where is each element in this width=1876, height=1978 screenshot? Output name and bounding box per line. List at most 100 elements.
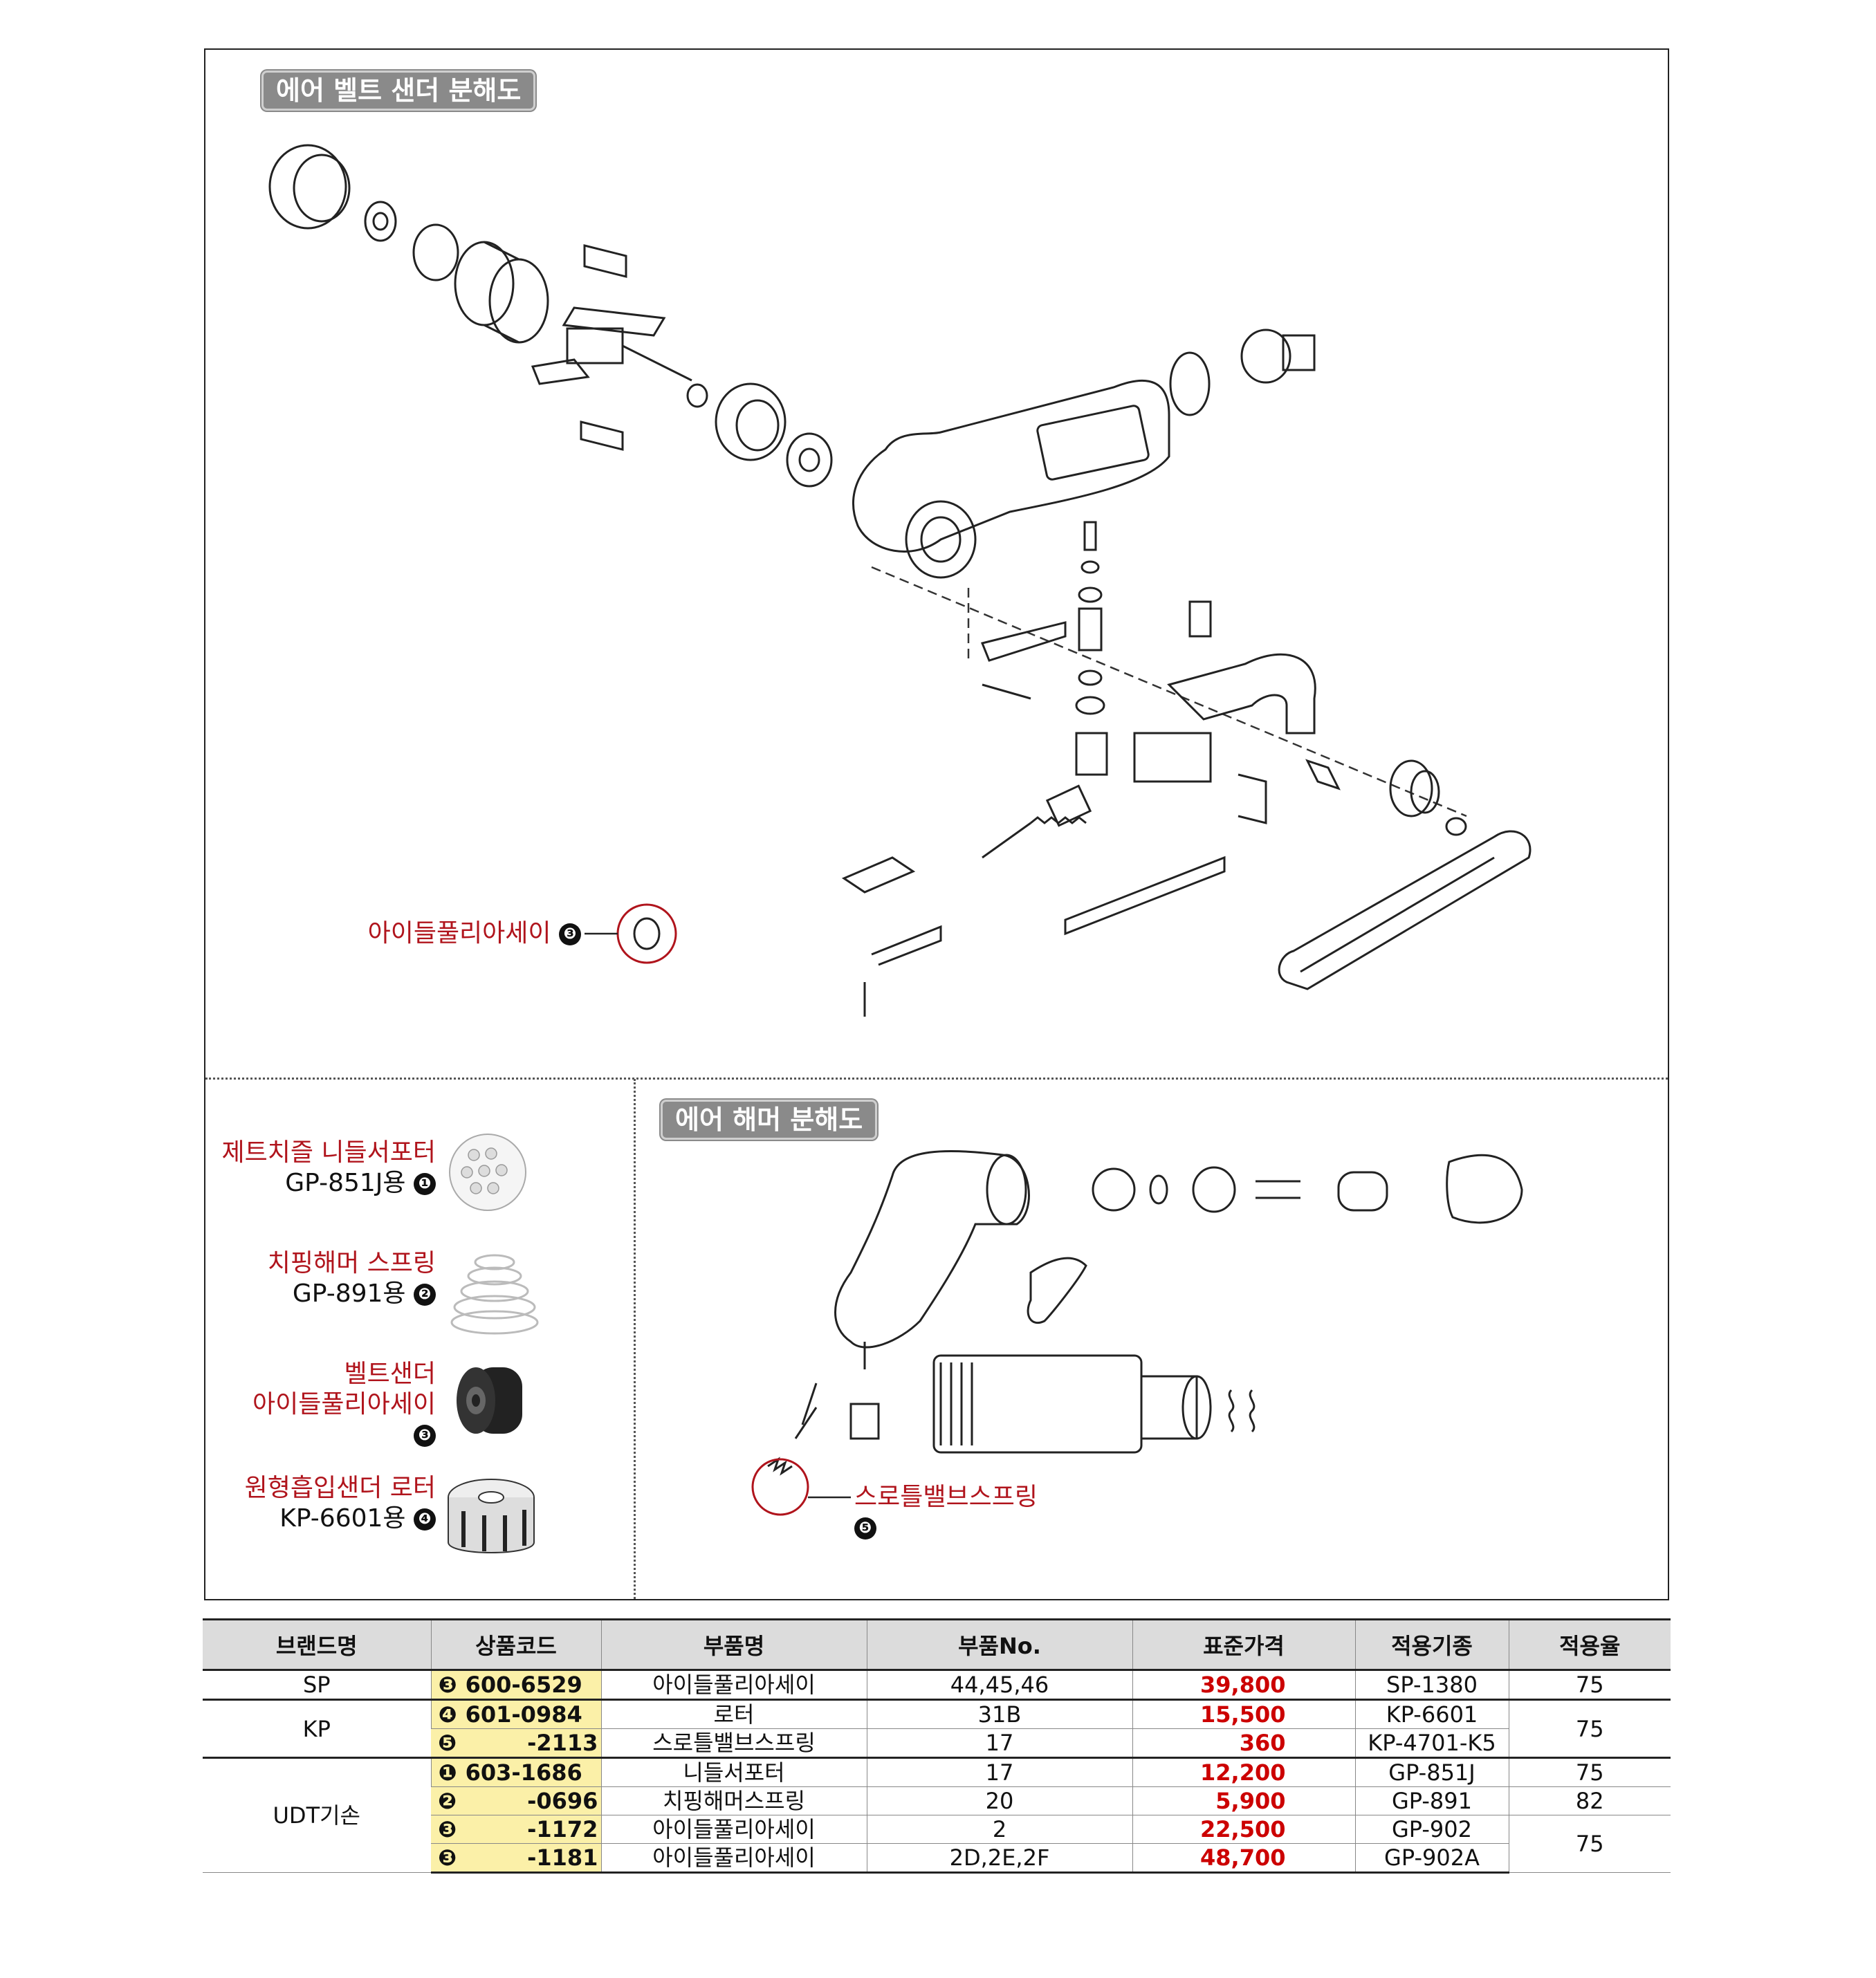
rate-cell: 75	[1508, 1699, 1671, 1758]
model-cell: GP-902A	[1354, 1843, 1509, 1874]
price-cell: 5,900	[1132, 1786, 1355, 1815]
part-cell: 아이들풀리아세이	[600, 1669, 867, 1700]
price-cell: 22,500	[1132, 1815, 1355, 1844]
table-row: SP ❸ 600-6529 아이들풀리아세이 44,45,46 39,800 SP…	[203, 1669, 1671, 1700]
code-number: ❹	[438, 1701, 457, 1728]
header-rate: 적용율	[1508, 1618, 1671, 1671]
air-hammer-exploded-diagram	[751, 1149, 1523, 1516]
code-cell: ❸ 600-6529	[430, 1669, 601, 1700]
side-part-2-model: GP-891용	[292, 1279, 406, 1308]
rotor-image	[448, 1479, 535, 1553]
part-cell: 스로틀밸브스프링	[600, 1728, 867, 1758]
table-row: ❷ -0696 치핑해머스프링 20 5,900 GP-891 82	[203, 1786, 1671, 1815]
table-row: ❺ -2113 스로틀밸브스프링 17 360 KP-4701-K5	[203, 1728, 1671, 1758]
side-part-1-model: GP-851J용	[285, 1169, 406, 1197]
code-value: -2113	[527, 1730, 598, 1756]
rate-cell: 75	[1508, 1815, 1671, 1873]
part-no-cell: 17	[866, 1757, 1132, 1787]
code-number: ❸	[438, 1672, 457, 1698]
price-cell: 12,200	[1132, 1757, 1355, 1787]
part-no-cell: 20	[866, 1786, 1132, 1815]
code-cell: ❷ -0696	[431, 1786, 601, 1815]
price-cell: 39,800	[1132, 1669, 1355, 1700]
code-value: 600-6529	[465, 1672, 582, 1698]
part-no-cell: 17	[866, 1728, 1132, 1758]
idle-pulley-callout-text: 아이들풀리아세이	[367, 919, 551, 948]
header-part-no: 부품No.	[866, 1618, 1132, 1671]
throttle-spring-callout-text: 스로틀밸브스프링	[854, 1483, 1038, 1511]
header-code: 상품코드	[430, 1618, 601, 1671]
code-number: ❸	[438, 1845, 457, 1871]
parts-price-table: 브랜드명 상품코드 부품명 부품No. 표준가격 적용기종 적용율 SP ❸ 60…	[203, 1618, 1671, 1874]
header-price: 표준가격	[1132, 1618, 1355, 1671]
table-row: ❸-1181 아이들풀리아세이 2D,2E,2F 48,700 GP-902A	[203, 1843, 1671, 1874]
idle-pulley-image	[457, 1367, 522, 1434]
part-cell: 치핑해머스프링	[600, 1786, 867, 1815]
model-cell: GP-891	[1354, 1786, 1509, 1815]
part-cell: 로터	[600, 1699, 867, 1729]
code-value: -0696	[527, 1788, 598, 1814]
side-part-3-name-line1: 벨트샌더	[344, 1360, 436, 1388]
callout-number-5: ❺	[854, 1517, 876, 1540]
price-cell: 48,700	[1132, 1843, 1355, 1874]
model-cell: GP-902	[1354, 1815, 1509, 1844]
belt-sander-exploded-diagram	[268, 144, 1532, 1017]
idle-pulley-callout: 아이들풀리아세이 ❸	[360, 918, 581, 949]
model-cell: SP-1380	[1354, 1669, 1509, 1700]
section-divider-vertical	[634, 1079, 636, 1599]
part-cell: 아이들풀리아세이	[600, 1843, 867, 1874]
table-row: ❸-1172 아이들풀리아세이 2 22,500 GP-902 75	[203, 1815, 1671, 1873]
throttle-spring-callout: 스로틀밸브스프링 ❺	[854, 1482, 1062, 1543]
rate-cell: 75	[1508, 1669, 1671, 1700]
model-cell: GP-851J	[1354, 1757, 1509, 1787]
chipping-hammer-spring-image	[450, 1254, 539, 1335]
part-no-cell: 44,45,46	[866, 1669, 1132, 1700]
side-part-4-number: ❹	[414, 1508, 436, 1531]
diagram-frame	[204, 48, 1669, 1600]
code-number: ❸	[438, 1816, 457, 1842]
table-header-row: 브랜드명 상품코드 부품명 부품No. 표준가격 적용기종 적용율	[203, 1618, 1671, 1671]
code-cell: ❺ -2113	[431, 1728, 601, 1758]
code-cell: ❸ -1172	[431, 1815, 601, 1844]
header-model: 적용기종	[1354, 1618, 1509, 1671]
side-part-2-name: 치핑해머 스프링	[267, 1249, 436, 1277]
model-cell: KP-6601	[1354, 1699, 1509, 1729]
price-cell: 15,500	[1132, 1699, 1355, 1729]
header-brand: 브랜드명	[203, 1618, 431, 1671]
section-divider-horizontal	[205, 1078, 1668, 1080]
code-value: -1172	[527, 1816, 598, 1842]
side-part-3: 벨트샌더 아이들풀리아세이 ❸	[221, 1359, 436, 1450]
part-cell: 아이들풀리아세이	[600, 1815, 867, 1844]
code-cell: ❸-1181	[431, 1843, 601, 1874]
part-cell: 니들서포터	[600, 1757, 867, 1787]
needle-supporter-image	[449, 1134, 526, 1211]
code-number: ❺	[438, 1730, 457, 1756]
rate-cell: 82	[1508, 1786, 1671, 1815]
brand-cell: SP	[203, 1669, 431, 1700]
code-value: 601-0984	[465, 1701, 582, 1728]
code-cell: ❹ 601-0984	[430, 1699, 601, 1729]
code-number: ❶	[438, 1759, 457, 1786]
air-hammer-title: 에어 해머 분해도	[661, 1100, 878, 1140]
part-no-cell: 2D,2E,2F	[866, 1843, 1132, 1874]
side-part-4: 원형흡입샌더 로터 KP-6601용 ❹	[221, 1473, 436, 1534]
brand-cell: KP	[203, 1699, 431, 1758]
model-cell: KP-4701-K5	[1354, 1728, 1509, 1758]
side-part-1: 제트치즐 니들서포터 GP-851J용 ❶	[221, 1138, 436, 1199]
side-part-3-name-line2: 아이들풀리아세이	[252, 1390, 436, 1418]
side-part-2-number: ❷	[414, 1284, 436, 1306]
belt-sander-title: 에어 벨트 샌더 분해도	[261, 71, 536, 111]
side-part-1-number: ❶	[414, 1173, 436, 1195]
side-part-1-name: 제트치즐 니들서포터	[221, 1138, 436, 1167]
code-number: ❷	[438, 1788, 457, 1814]
brand-cell: UDT기손	[203, 1757, 431, 1873]
price-cell: 360	[1132, 1728, 1355, 1758]
rate-cell: 75	[1508, 1757, 1671, 1787]
callout-number-3: ❸	[559, 923, 581, 945]
side-part-3-number: ❸	[414, 1425, 436, 1447]
side-part-2: 치핑해머 스프링 GP-891용 ❷	[221, 1248, 436, 1309]
header-part-name: 부품명	[600, 1618, 867, 1671]
